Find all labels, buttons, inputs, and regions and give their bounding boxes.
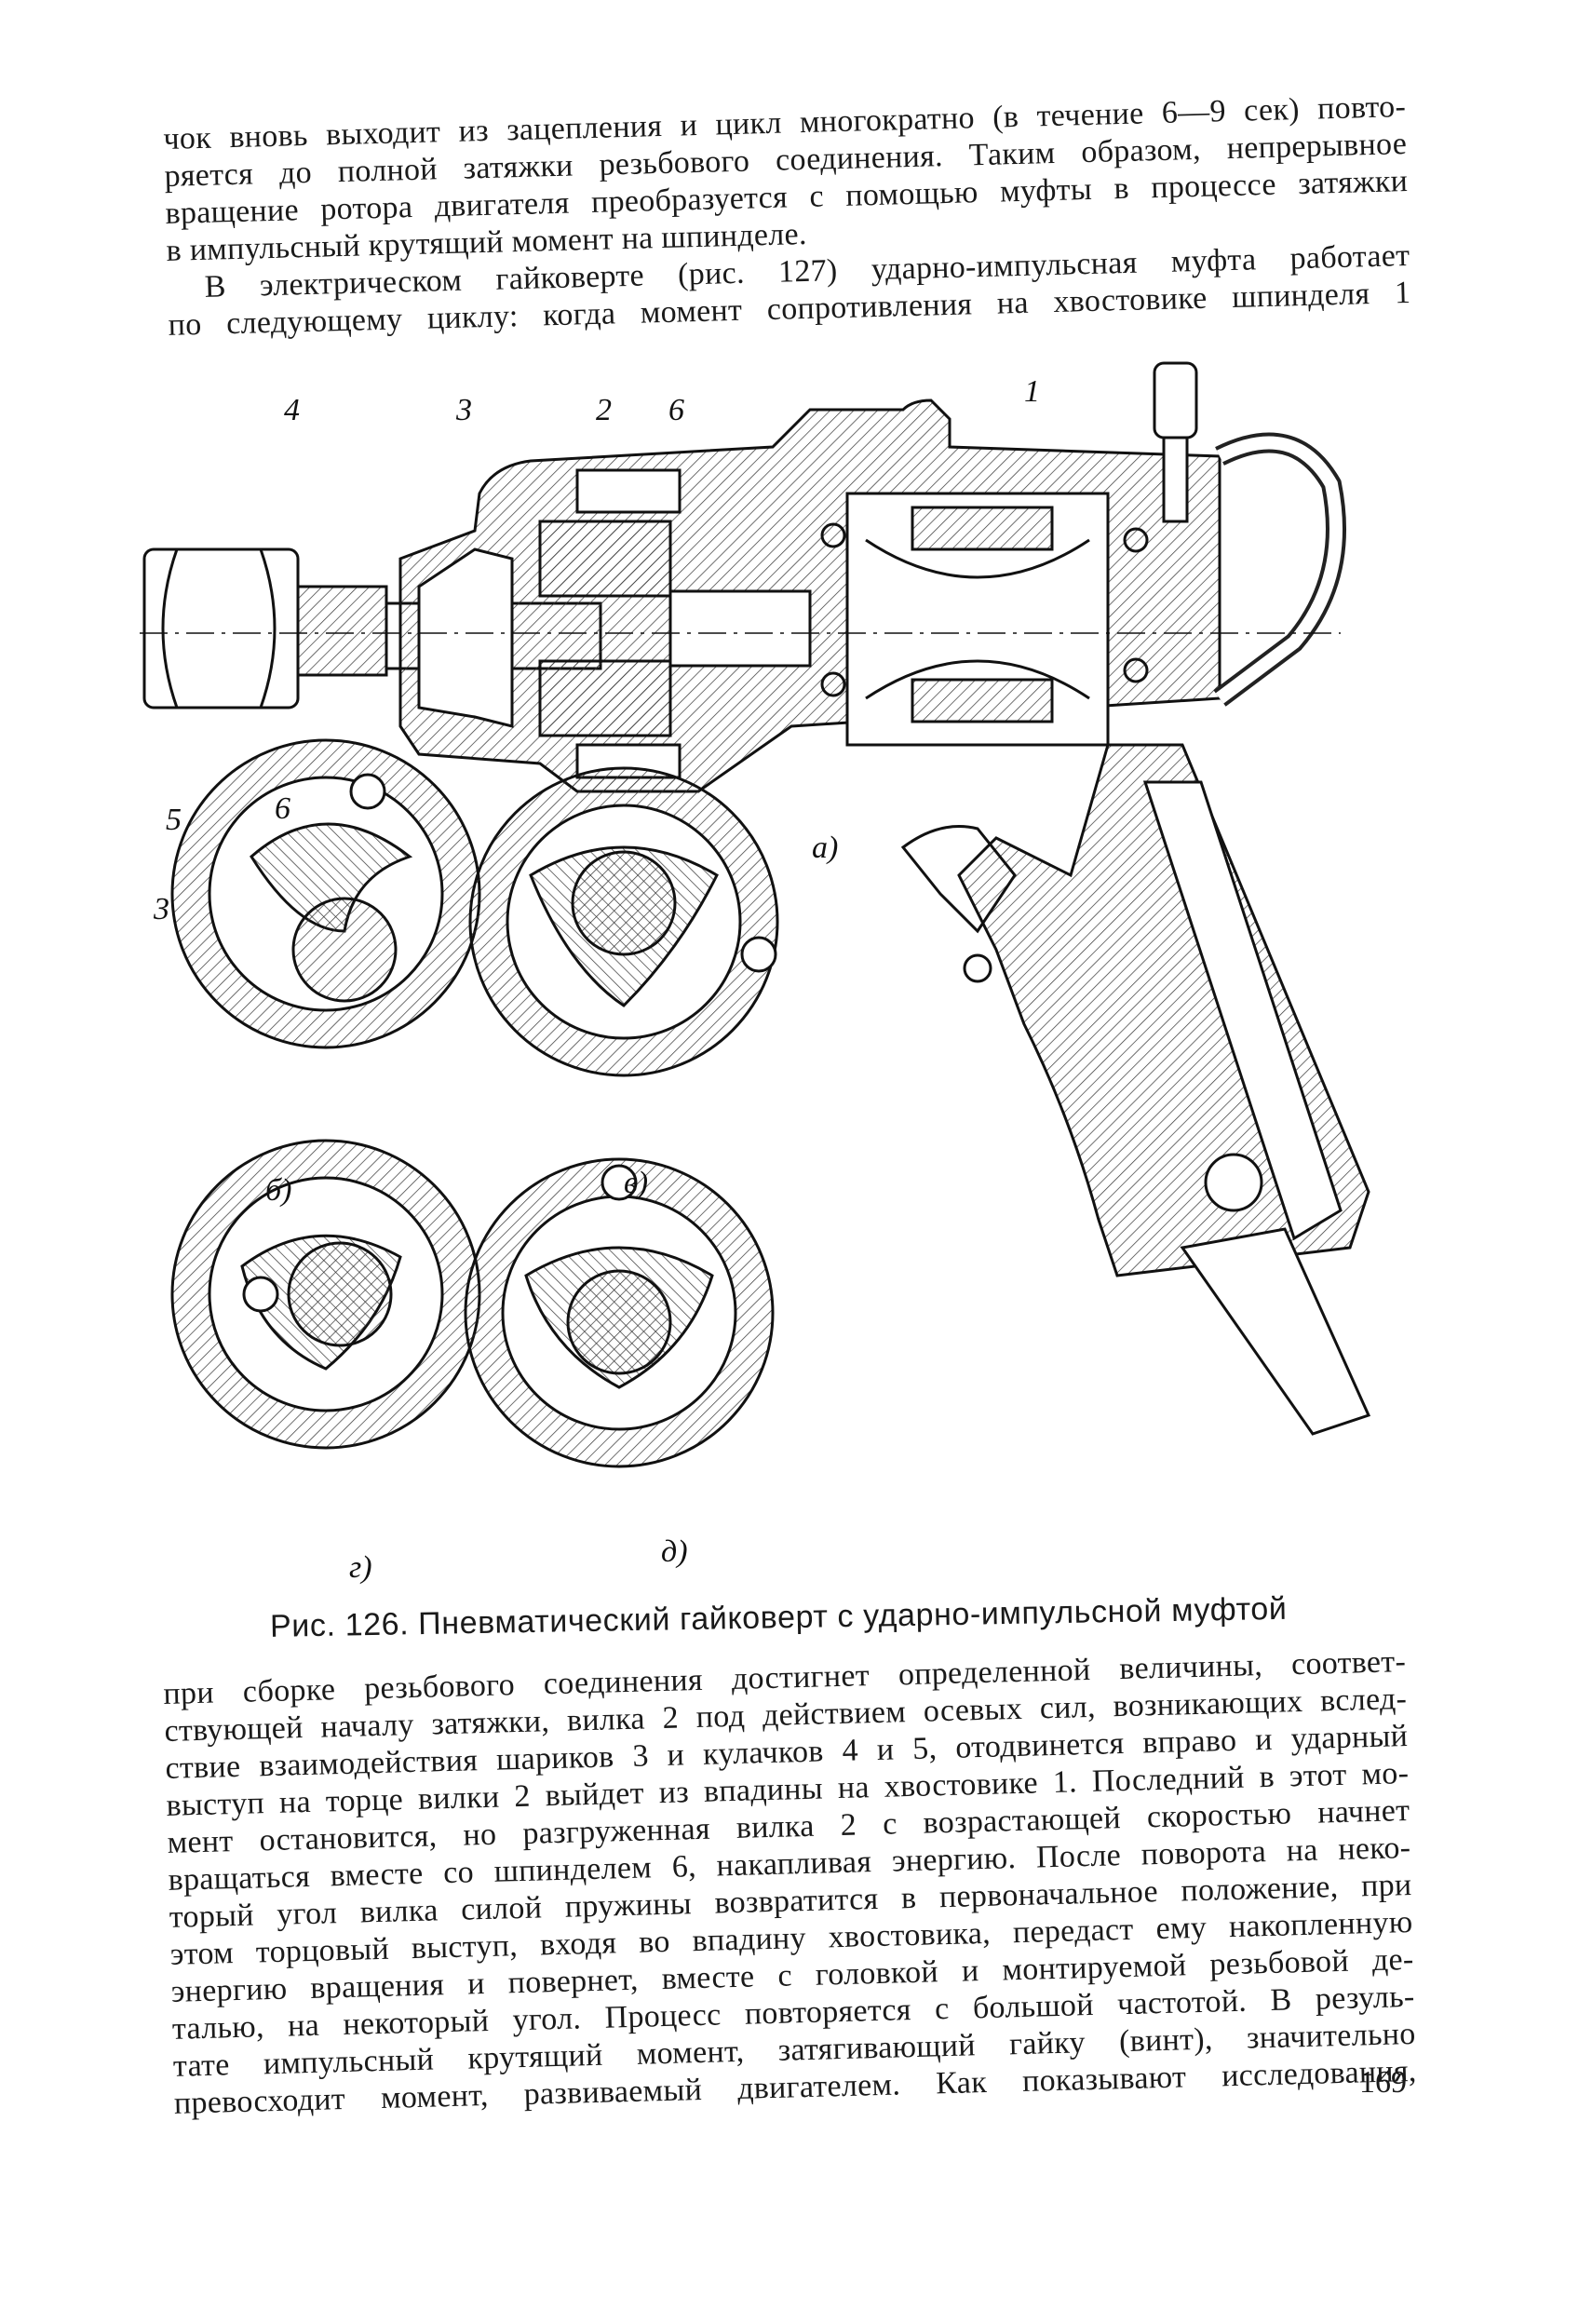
callout-2: 2 [596, 393, 612, 427]
figure-126-pneumatic-nutrunner: 4 3 2 6 1 5 6 3 а) б) в) г) д) [140, 354, 1397, 1592]
callout-5: 5 [166, 803, 182, 837]
sectional-view-a [140, 361, 1371, 1436]
bottom-paragraph: при сборке резьбового соединения достигн… [163, 1643, 1417, 2123]
callout-4: 4 [284, 393, 300, 427]
callout-1: 1 [1024, 374, 1040, 409]
callout-3: 3 [456, 393, 472, 427]
section-view-g [170, 1139, 481, 1450]
callout-3b: 3 [154, 892, 169, 926]
section-view-v [468, 766, 779, 1077]
top-paragraph: чок вновь выходит из зацепления и цикл м… [163, 88, 1411, 345]
callout-6b: 6 [275, 791, 290, 826]
panel-label-v: в) [624, 1166, 649, 1200]
technical-drawing [140, 361, 1371, 1468]
panel-label-a: а) [812, 831, 839, 865]
section-view-d [464, 1157, 775, 1468]
panel-label-d: д) [661, 1534, 688, 1569]
panel-label-b: б) [265, 1173, 292, 1208]
panel-label-g: г) [349, 1550, 372, 1585]
section-view-b [170, 738, 481, 1049]
page-number: 169 [1359, 2065, 1407, 2100]
callout-6: 6 [668, 393, 684, 427]
figure-caption: Рис. 126. Пневматический гайковерт с уда… [269, 1590, 1288, 1644]
